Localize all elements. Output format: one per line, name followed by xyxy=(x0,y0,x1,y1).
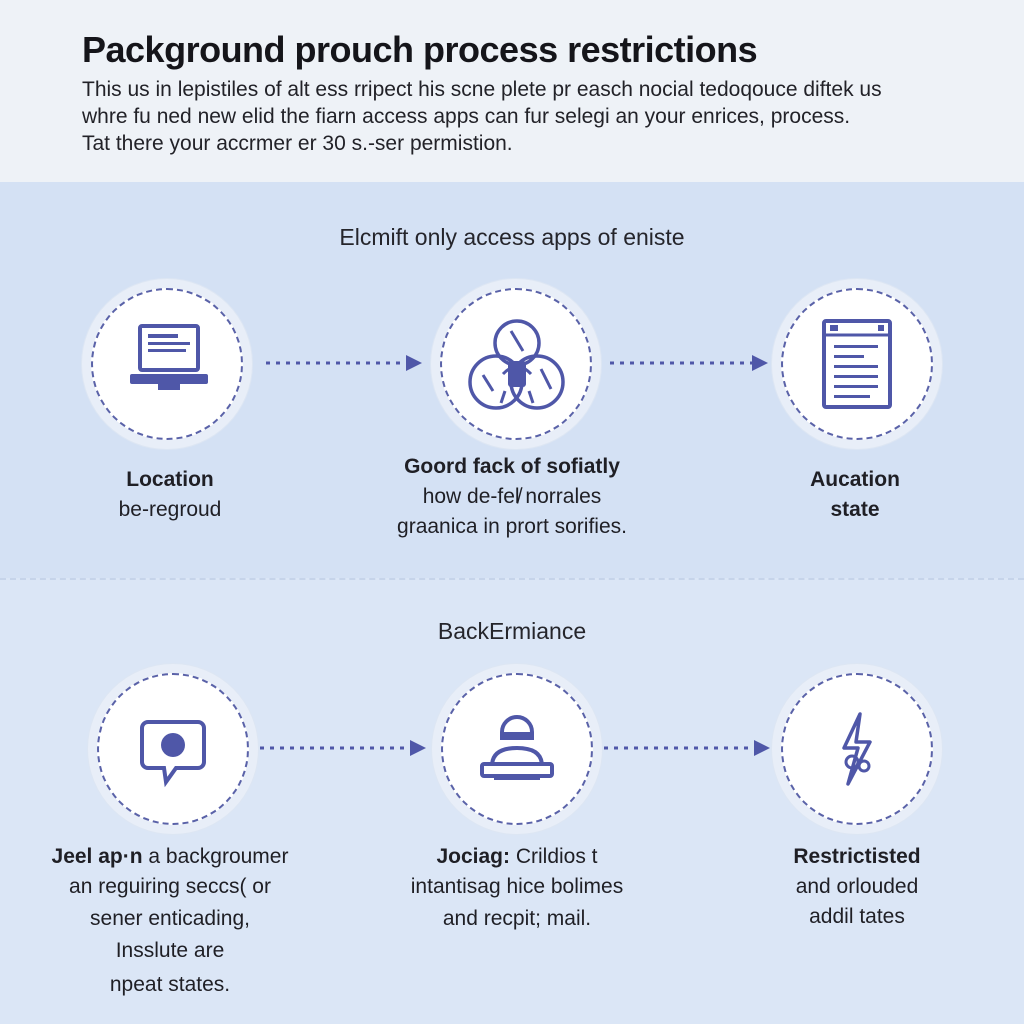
chat-bubble-icon xyxy=(140,720,206,788)
intro-line: whre fu ned new elid the fiarn access ap… xyxy=(82,105,851,128)
flow-node-restrictisted xyxy=(772,664,942,834)
node-label: Jociag: Crildios t intantisag hice bolim… xyxy=(410,845,624,930)
section-background-flow: BackErmiance xyxy=(0,578,1024,1024)
node-label: Goord fack of sofiatly how de-fel̸ norra… xyxy=(397,455,627,538)
lightning-bolt-icon xyxy=(842,712,872,786)
page-title: Packground prouch process restrictions xyxy=(82,29,758,70)
network-globe-icon xyxy=(468,319,565,410)
flow-arrow xyxy=(604,740,770,756)
document-window-icon xyxy=(822,319,892,409)
flow-node-location xyxy=(82,279,252,449)
section-foreground-flow: Elcmift only access apps of eniste xyxy=(0,182,1024,578)
flow-arrow xyxy=(610,355,768,371)
intro-paragraph: This us in lepistiles of alt ess rripect… xyxy=(82,76,1024,157)
intro-line: This us in lepistiles of alt ess rripect… xyxy=(82,78,882,101)
node-label: Aucation state xyxy=(810,468,900,521)
flow-arrow xyxy=(266,355,422,371)
intro-line: Tat there your accrmer er 30 s.-ser perm… xyxy=(82,132,513,155)
node-label: Location be-regroud xyxy=(118,468,222,521)
person-at-computer-icon xyxy=(480,715,554,780)
section-heading: Elcmift only access apps of eniste xyxy=(339,224,685,250)
flow-node-jociag xyxy=(432,664,602,834)
node-label: Restrictisted and orlouded addil tates xyxy=(793,845,921,928)
laptop-icon xyxy=(130,324,208,390)
flow-node-aucation xyxy=(772,279,942,449)
header: Packground prouch process restrictions T… xyxy=(0,0,1024,182)
flow-node-good-fack xyxy=(431,279,601,449)
section-heading: BackErmiance xyxy=(437,618,587,644)
flow-node-jeel-app xyxy=(88,664,258,834)
flow-arrow xyxy=(260,740,426,756)
node-label: Jeel ap·n a backgroumer an reguiring sec… xyxy=(51,845,289,996)
